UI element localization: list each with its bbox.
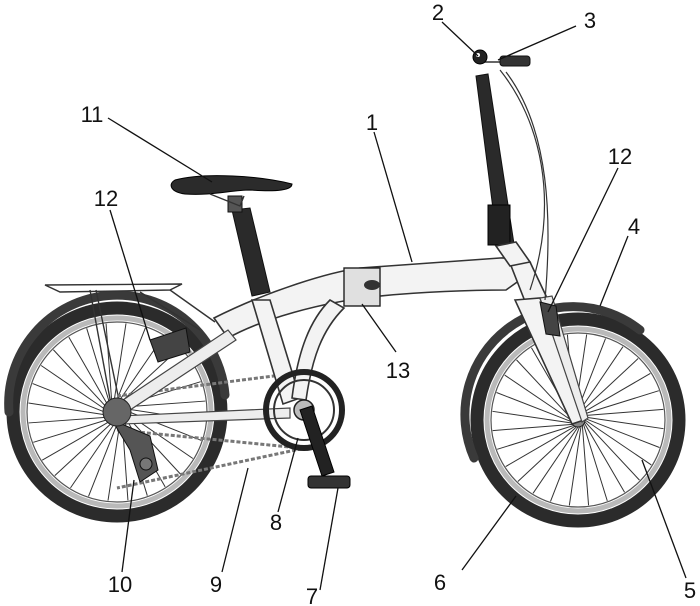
spoke: [88, 419, 120, 497]
callout-10: 10: [108, 572, 132, 597]
spoke: [504, 374, 572, 421]
leader-6: [461, 495, 517, 571]
spoke: [577, 346, 624, 414]
spoke: [68, 336, 111, 409]
spoke: [550, 426, 581, 502]
spoke: [584, 419, 652, 466]
front-fender: [460, 302, 645, 463]
callout-8: 8: [270, 510, 282, 535]
leader-10: [121, 479, 135, 573]
seatpost: [227, 195, 271, 297]
leader-12b: [547, 167, 619, 313]
rear-brake: [149, 327, 191, 363]
spoke: [579, 358, 639, 414]
callout-3: 3: [584, 8, 596, 33]
spoke: [28, 416, 111, 424]
spoke: [584, 416, 664, 430]
leader-5: [641, 459, 687, 579]
spoke: [496, 392, 572, 423]
callout-1: 1: [366, 110, 378, 135]
spoke: [40, 365, 110, 413]
callout-12-front: 12: [608, 144, 632, 169]
spoke: [28, 402, 110, 416]
spoke: [581, 425, 590, 506]
handlebar: [480, 55, 531, 67]
spoke: [53, 349, 110, 411]
bell: [472, 49, 488, 65]
spoke: [492, 410, 572, 424]
spoke: [114, 327, 146, 405]
leader-lines: [107, 21, 687, 591]
spoke: [582, 390, 660, 416]
rear-rack: [44, 283, 216, 411]
leader-13: [361, 303, 397, 353]
spoke: [583, 408, 664, 417]
spoke: [32, 383, 110, 415]
spoke: [54, 419, 116, 476]
callout-2: 2: [432, 0, 444, 25]
spoke: [582, 424, 608, 502]
leader-7: [319, 487, 339, 591]
front-wheel: [470, 312, 686, 528]
spoke: [505, 425, 576, 467]
rear-cassette: [102, 397, 132, 427]
spoke: [70, 419, 118, 489]
callout-7: 7: [306, 584, 318, 606]
leader-8: [277, 437, 299, 513]
leader-1: [373, 131, 413, 263]
crank-arm: [299, 405, 335, 477]
spoke: [584, 421, 640, 481]
spoke: [107, 419, 121, 501]
leader-9: [221, 467, 249, 573]
spoke: [86, 328, 112, 408]
spoke: [113, 323, 127, 405]
spoke: [492, 423, 573, 432]
spoke: [583, 422, 625, 493]
leader-11: [107, 117, 213, 183]
callout-9: 9: [210, 572, 222, 597]
callout-6: 6: [434, 570, 446, 595]
saddle: [170, 175, 293, 207]
callout-13: 13: [386, 358, 410, 383]
callout-labels: 1 2 3 4 5 6 7 8 9 10 11 12 12 13: [81, 0, 697, 606]
pedal: [307, 475, 351, 489]
leader-12a: [109, 209, 151, 341]
spoke: [584, 417, 660, 448]
spoke: [41, 418, 114, 461]
callout-11: 11: [81, 102, 104, 127]
callout-5: 5: [684, 578, 696, 603]
leader-3: [497, 25, 577, 61]
spoke: [516, 359, 572, 419]
spoke: [532, 426, 579, 494]
spoke: [517, 426, 577, 482]
spoke: [568, 426, 582, 506]
leader-4: [599, 235, 629, 307]
leader-2: [441, 21, 479, 57]
spoke: [580, 373, 651, 415]
spoke: [105, 323, 113, 406]
callout-4: 4: [628, 214, 640, 239]
spoke: [496, 424, 574, 450]
stem: [475, 73, 532, 267]
front-brake: [539, 301, 561, 337]
callout-12-rack: 12: [94, 186, 118, 211]
spoke: [33, 417, 113, 443]
frame: [116, 256, 550, 425]
rear-derailleur: [110, 418, 159, 483]
